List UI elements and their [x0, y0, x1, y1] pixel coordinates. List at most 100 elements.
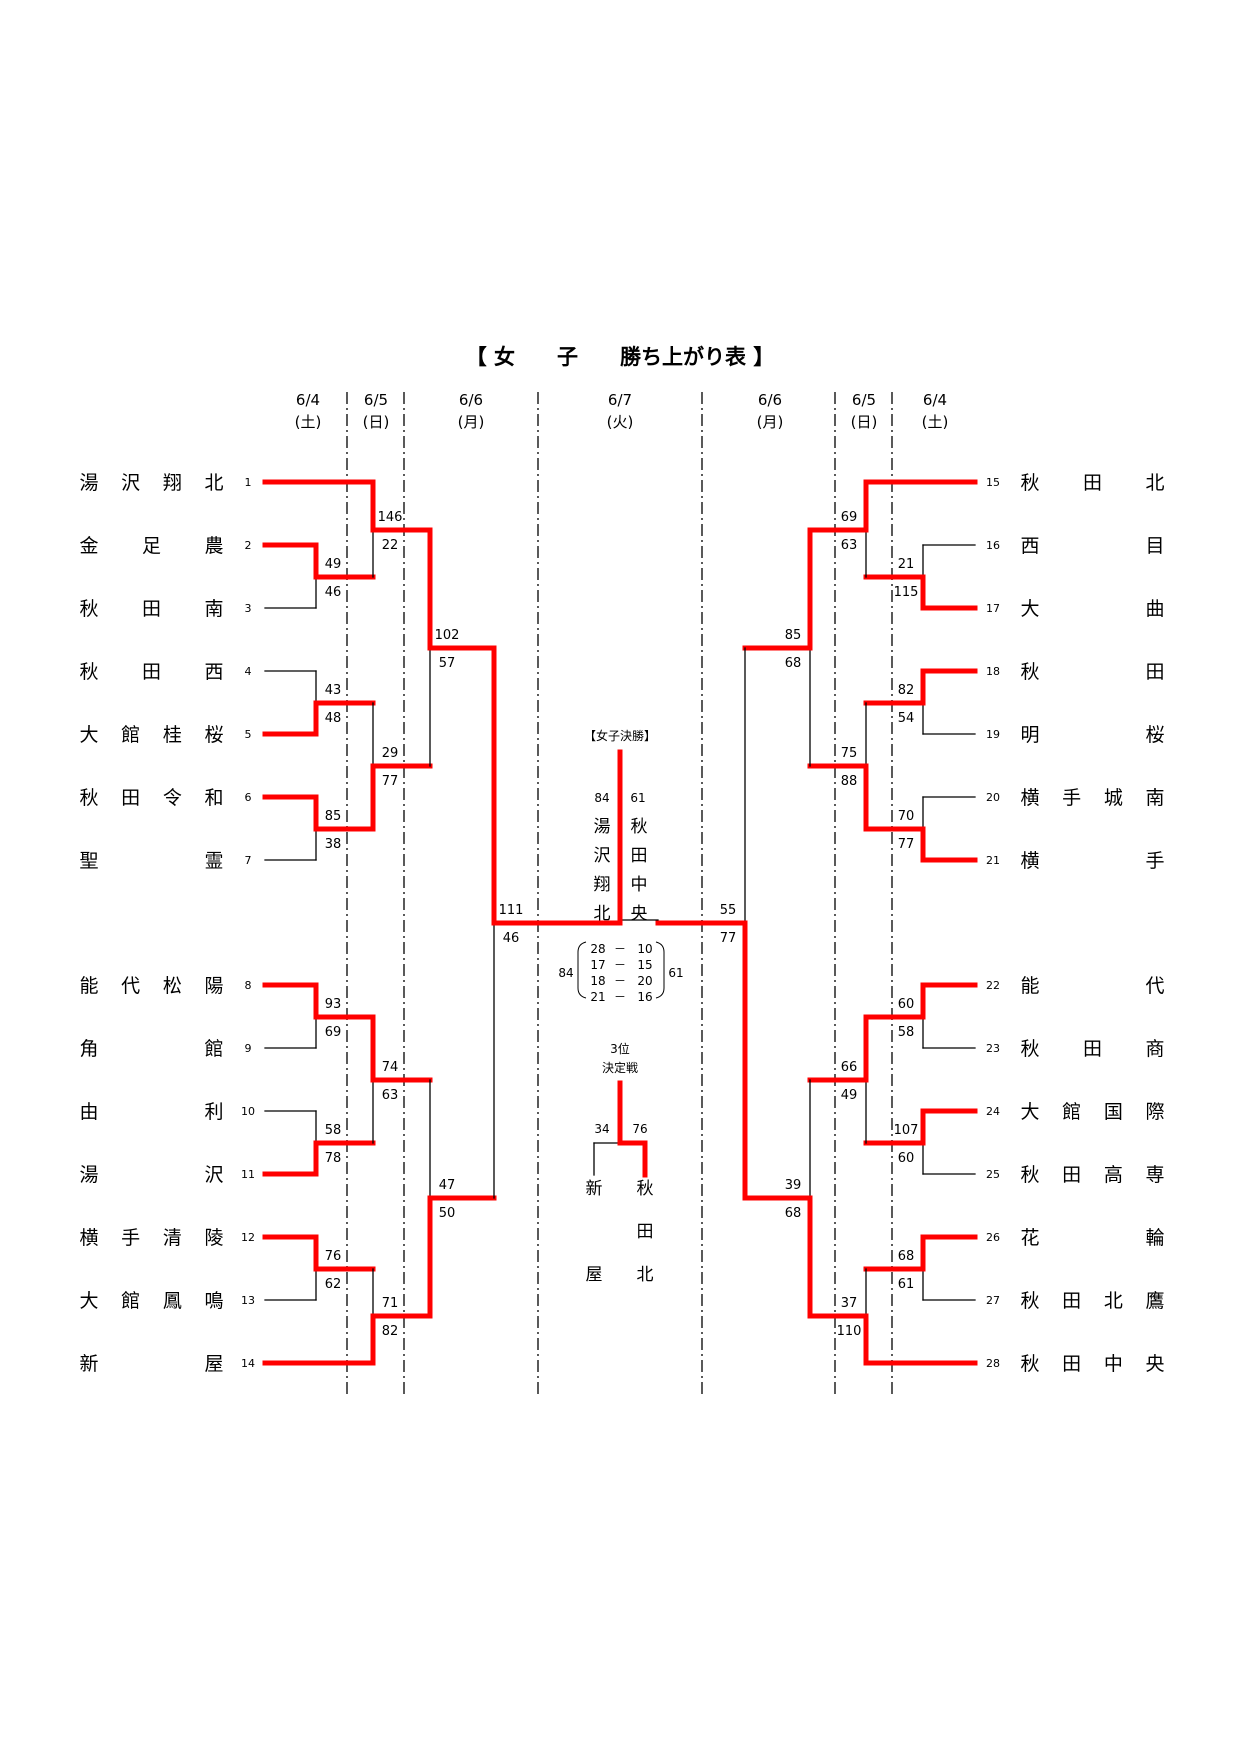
match-score-top: 29 [382, 746, 399, 761]
team-name-char: 田 [1083, 472, 1102, 494]
quarter-score-right: 20 [637, 974, 652, 988]
match-score-top: 85 [325, 809, 342, 824]
final-left-team-char: 沢 [594, 846, 611, 866]
match-score-top: 66 [841, 1060, 858, 1075]
team-name-char: 館 [1062, 1101, 1081, 1123]
team-name-char: 秋 [1020, 661, 1039, 683]
team-name: 大館鳳鳴 [79, 1290, 223, 1312]
team-seed: 14 [241, 1357, 255, 1370]
team-name-char: 桜 [204, 724, 223, 746]
match-score-top: 60 [898, 997, 915, 1012]
team-name-char: 北 [204, 472, 223, 494]
team-name: 秋田中央 [1020, 1353, 1164, 1375]
team-name-char: 霊 [204, 850, 223, 872]
match-score-bottom: 77 [382, 774, 399, 789]
third-place-left-team-char: 屋 [586, 1265, 603, 1285]
team-name: 聖霊 [79, 850, 223, 872]
team-seed: 22 [986, 979, 1000, 992]
team-name: 由利 [79, 1101, 223, 1123]
team-name-char: 陽 [204, 975, 223, 997]
day-header-weekday: (月) [757, 413, 784, 431]
team-name-char: 秋 [1020, 1353, 1039, 1375]
match-score-bottom: 49 [841, 1088, 858, 1103]
match-score-top: 74 [382, 1060, 399, 1075]
day-headers: 6/4(土)6/5(日)6/6(月)6/7(火)6/6(月)6/5(日)6/4(… [295, 391, 949, 431]
match-score-bottom: 77 [720, 931, 737, 946]
final-right-score: 61 [630, 791, 645, 805]
day-header-date: 6/5 [852, 391, 876, 409]
team-name-char: 館 [121, 1290, 140, 1312]
match-score-top: 49 [325, 557, 342, 572]
team-seed: 16 [986, 539, 1000, 552]
team-name-char: 能 [79, 975, 98, 997]
team-seed: 7 [245, 854, 252, 867]
team-name-char: 田 [1062, 1290, 1081, 1312]
team-name: 大館桂桜 [79, 724, 223, 746]
quarter-score-left: 17 [590, 958, 605, 972]
team-name: 角館 [79, 1038, 223, 1060]
team-seed: 1 [245, 476, 252, 489]
third-place-right-team-char: 田 [637, 1222, 654, 1242]
team-name: 金足農 [79, 535, 223, 557]
team-name-char: 手 [1062, 787, 1081, 809]
match-score-bottom: 68 [785, 656, 802, 671]
team-name-char: 目 [1145, 535, 1164, 557]
team-name-char: 西 [204, 661, 223, 683]
third-place-label-2: 決定戦 [602, 1060, 638, 1075]
match-score-bottom: 82 [382, 1324, 399, 1339]
team-name-char: 明 [1020, 724, 1039, 746]
match-score-bottom: 69 [325, 1025, 342, 1040]
team-name: 花輪 [1020, 1227, 1164, 1249]
team-seed: 21 [986, 854, 1000, 867]
team-name-char: 利 [204, 1101, 223, 1123]
team-seed: 24 [986, 1105, 1000, 1118]
final-left-score: 84 [594, 791, 609, 805]
team-name-char: 陵 [204, 1227, 223, 1249]
quarters-right-paren [655, 941, 665, 999]
match-score-top: 107 [894, 1123, 919, 1138]
team-name-char: 大 [1020, 1101, 1039, 1123]
team-name-char: 農 [204, 535, 223, 557]
bracket-lines [262, 479, 978, 1366]
match-score-bottom: 22 [382, 538, 399, 553]
team-name-char: 田 [142, 598, 161, 620]
team-name-char: 大 [79, 724, 98, 746]
team-name-char: 鷹 [1145, 1290, 1164, 1312]
team-name-char: 湯 [79, 1164, 98, 1186]
team-name-char: 桜 [1145, 724, 1164, 746]
team-name-char: 由 [79, 1101, 98, 1123]
team-name: 横手 [1020, 850, 1164, 872]
match-score-top: 39 [785, 1178, 802, 1193]
match-score-top: 43 [325, 683, 342, 698]
team-name-char: 田 [1062, 1353, 1081, 1375]
match-score-bottom: 88 [841, 774, 858, 789]
team-name-char: 専 [1145, 1164, 1164, 1186]
team-name-char: 北 [1145, 472, 1164, 494]
match-score-bottom: 54 [898, 711, 915, 726]
match-score-bottom: 38 [325, 837, 342, 852]
team-name-char: 令 [163, 787, 182, 809]
match-score-top: 70 [898, 809, 915, 824]
final-left-team-char: 北 [594, 904, 611, 924]
team-name-char: 曲 [1145, 598, 1164, 620]
team-seed: 27 [986, 1294, 1000, 1307]
final-total-left: 84 [558, 966, 573, 980]
team-seed: 13 [241, 1294, 255, 1307]
team-name: 能代松陽 [79, 975, 223, 997]
third-place-label-1: 3位 [610, 1041, 630, 1056]
team-name-char: 足 [142, 535, 161, 557]
team-seed: 5 [245, 728, 252, 741]
match-score-top: 111 [499, 903, 524, 918]
day-header-date: 6/5 [364, 391, 388, 409]
team-name: 秋田高専 [1020, 1164, 1164, 1186]
day-header-date: 6/6 [459, 391, 483, 409]
team-name-char: 横 [79, 1227, 98, 1249]
team-name-char: 南 [204, 598, 223, 620]
day-dividers [346, 392, 893, 1395]
final-left-team-char: 湯 [594, 817, 611, 837]
team-name-char: 高 [1104, 1164, 1123, 1186]
quarter-score-right: 16 [637, 990, 652, 1004]
team-name-char: 田 [1062, 1164, 1081, 1186]
match-score-bottom: 68 [785, 1206, 802, 1221]
team-name: 秋田北 [1020, 472, 1164, 494]
